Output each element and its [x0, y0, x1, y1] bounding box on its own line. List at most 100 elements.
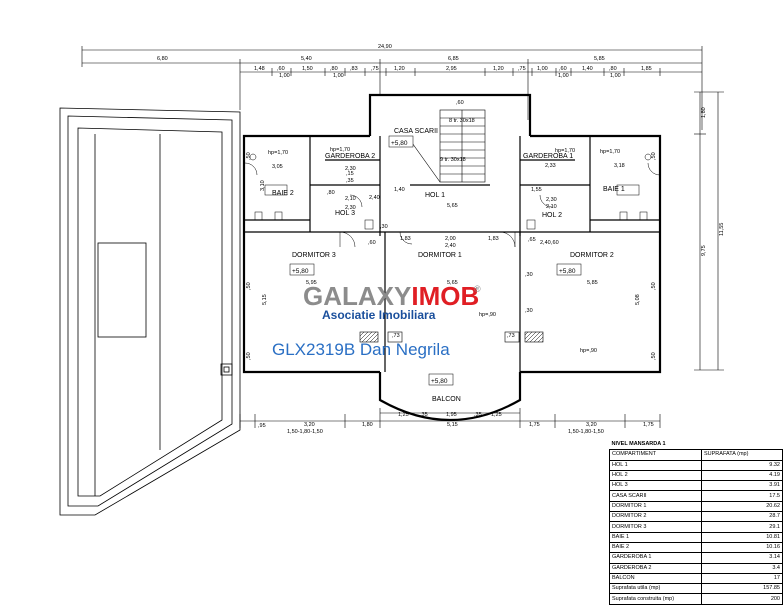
dim-int-15: 2,40 — [540, 240, 551, 246]
dim-int-11: 5,65 — [447, 203, 458, 209]
row-name: BAIE 1 — [609, 531, 702, 543]
annotations: 8 tr. 30x18 9 tr. 30x18 hp=1,70 hp=1,70 … — [268, 118, 620, 354]
row-name: CASA SCARII — [609, 490, 702, 502]
dim-int-19: ,30 — [380, 224, 388, 230]
dim-bottom-1: 3,20 — [304, 422, 315, 428]
hp-baie-2: hp=1,70 — [268, 150, 288, 156]
row-name: GARDEROBA 2 — [609, 562, 702, 574]
row-value: 157.85 — [701, 583, 783, 595]
dim-balcony-4: 1,25 — [491, 412, 502, 418]
dim-top-3: 6,85 — [448, 56, 459, 62]
dim-r2-5: ,75 — [371, 66, 379, 72]
level-dormitor-3: +5,80 — [292, 268, 309, 275]
row-name: HOL 1 — [609, 459, 702, 471]
dim-int-13: 2,33 — [545, 163, 556, 169]
level-casa-scarii: +5,80 — [391, 140, 408, 147]
hp-baie-1: hp=1,70 — [600, 149, 620, 155]
dim-r2-7: 2,95 — [446, 66, 457, 72]
dim-r2-0: 1,48 — [254, 66, 265, 72]
row-name: Suprafata utila (mp) — [609, 583, 702, 595]
dim-int-29: 5,65 — [447, 280, 458, 286]
door-swings — [244, 162, 661, 248]
dim-int-37: ,50 — [246, 282, 252, 290]
row-value: 3.14 — [701, 552, 783, 564]
dim-bottom-3: 5,15 — [447, 422, 458, 428]
room-hol-1: HOL 1 — [425, 192, 445, 199]
dim-r2-sub-1: 1,00 — [333, 73, 344, 79]
dim-r2-13: ,80 — [609, 66, 617, 72]
dim-int-6: 2,10 — [345, 196, 356, 202]
dim-int-2: 3,10 — [260, 180, 266, 191]
dim-int-32: ,30 — [525, 308, 533, 314]
dim-r2-12: 1,40 — [582, 66, 593, 72]
hp-garderoba-1: hp=1,70 — [555, 148, 575, 154]
row-value: 17.5 — [701, 490, 783, 502]
room-hol-3: HOL 3 — [335, 210, 355, 217]
right-dimension-labels: 1,80 9,75 11,55 — [701, 107, 725, 256]
stairs-upper-label: 8 tr. 30x18 — [449, 118, 475, 124]
row-value: 200 — [701, 593, 783, 605]
row-name: HOL 3 — [609, 480, 702, 492]
room-hol-2: HOL 2 — [542, 212, 562, 219]
room-baie-1: BAIE 1 — [603, 186, 625, 193]
hp-garderoba-2: hp=1,70 — [330, 147, 350, 153]
dim-int-36: ,50 — [651, 152, 657, 160]
hp-dormitor-2: hp=,90 — [580, 348, 597, 354]
watermark-tagline: Asociatie Imobiliara — [322, 308, 436, 322]
dim-int-35: ,50 — [246, 152, 252, 160]
dim-r2-8: 1,20 — [493, 66, 504, 72]
dim-int-8: 2,40 — [369, 195, 380, 201]
dim-right-3: 11,55 — [719, 223, 725, 236]
room-baie-2: BAIE 2 — [272, 190, 294, 197]
dim-int-7: 2,30 — [345, 205, 356, 211]
dim-int-24: ,65 — [528, 237, 536, 243]
level-balcon: +5,80 — [431, 378, 448, 385]
dim-int-30: 5,08 — [635, 294, 641, 305]
dim-r2-11: ,60 — [559, 66, 567, 72]
top-dimensions — [81, 46, 703, 130]
dim-int-4: ,35 — [346, 178, 354, 184]
dim-int-5: ,80 — [327, 190, 335, 196]
dim-balcony-0: 1,25 — [398, 412, 409, 418]
room-dormitor-3: DORMITOR 3 — [292, 252, 336, 259]
hp-dormitor-1: hp=,90 — [479, 312, 496, 318]
room-garderoba-2: GARDEROBA 2 — [325, 153, 375, 160]
row-value: 20.62 — [701, 500, 783, 513]
dim-int-9: ,15 — [346, 171, 354, 177]
dim-overall-width: 24,90 — [378, 44, 392, 50]
room-labels: CASA SCARII GARDEROBA 2 GARDEROBA 1 BAIE… — [272, 128, 625, 403]
bathroom-fixtures — [249, 153, 652, 230]
dim-bottom-6: 1,75 — [643, 422, 654, 428]
right-dimensions — [694, 91, 724, 371]
table-row: Suprafata utila (mp)157.85 — [609, 583, 783, 595]
area-table-title: NIVEL MANSARDA 1 — [611, 441, 666, 448]
row-name: BALCON — [609, 572, 702, 585]
dim-int-33: ,73 — [392, 333, 400, 339]
dim-bottom-5: 3,20 — [586, 422, 597, 428]
top-dimension-labels: 24,90 6,80 5,40 6,85 5,85 1,48 ,60 1,50 … — [157, 44, 652, 79]
dim-r2-sub-3: 1,00 — [610, 73, 621, 79]
header-compartment: COMPARTIMENT — [609, 449, 702, 461]
row-name: BAIE 2 — [609, 541, 702, 554]
dim-int-40: ,50 — [651, 352, 657, 360]
dim-bottom-sub-0: 1,50-1,80-1,50 — [287, 429, 323, 435]
dim-balcony-1: ,35 — [420, 412, 428, 418]
dim-bottom-sub-1: 1,50-1,80-1,50 — [568, 429, 604, 435]
dim-r2-sub-0: 1,00 — [279, 73, 290, 79]
dim-r2-sub-2: 1,00 — [558, 73, 569, 79]
row-name: DORMITOR 3 — [609, 521, 702, 533]
row-name: DORMITOR 2 — [609, 511, 702, 523]
building-walls — [242, 93, 662, 421]
row-value: 9.32 — [701, 459, 783, 471]
dim-r2-4: ,83 — [350, 66, 358, 72]
dim-int-34: ,73 — [507, 333, 515, 339]
